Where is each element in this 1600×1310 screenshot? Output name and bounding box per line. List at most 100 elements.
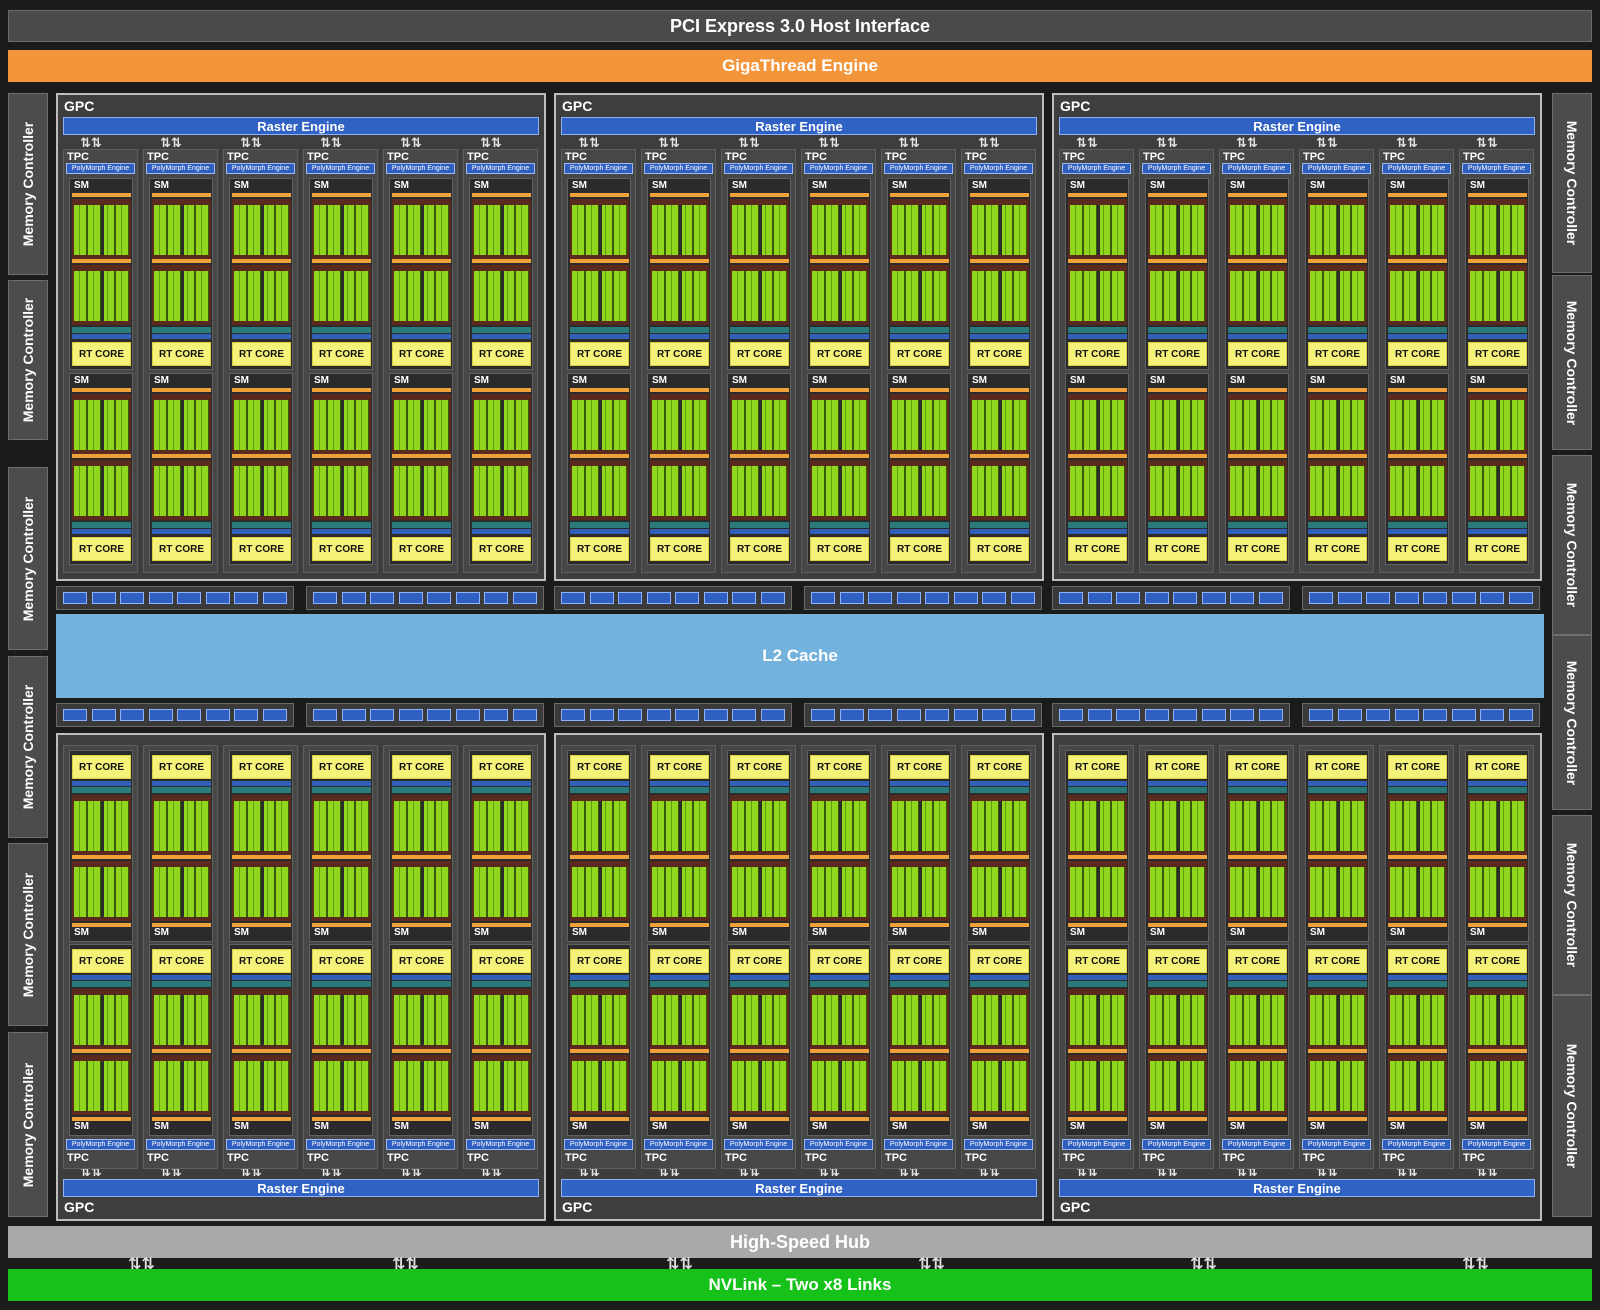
cuda-core-block xyxy=(1068,394,1127,454)
memory-interface-cell xyxy=(760,592,785,604)
cuda-cores xyxy=(572,205,627,255)
sm-cache-bar xyxy=(392,981,451,987)
sm-orange-bar xyxy=(1148,193,1207,197)
sm-cache-bar xyxy=(312,327,371,333)
cuda-core-block xyxy=(1228,1055,1287,1115)
cuda-core-block xyxy=(890,861,949,921)
cuda-cores xyxy=(1470,867,1525,917)
cuda-cores xyxy=(892,1061,947,1111)
sm-tex-bar xyxy=(1308,529,1367,534)
memory-controller: Memory Controller xyxy=(8,1032,48,1217)
rt-core: RT CORE xyxy=(570,342,629,366)
cuda-core-block xyxy=(1468,265,1527,325)
sm-orange-bar xyxy=(152,1049,211,1053)
sm-orange-bar xyxy=(392,259,451,263)
tpc-label: TPC xyxy=(67,151,89,163)
cuda-core-block xyxy=(1228,265,1287,325)
memory-interface-cell xyxy=(896,592,921,604)
memory-interface-cell xyxy=(1337,709,1362,721)
rt-core: RT CORE xyxy=(312,949,371,973)
memory-interface-cell xyxy=(1010,709,1035,721)
gpc-label: GPC xyxy=(1060,98,1091,114)
sm-orange-bar xyxy=(1308,855,1367,859)
cuda-core-block xyxy=(1388,989,1447,1049)
memory-interface-cell xyxy=(1480,709,1504,721)
memory-interface-cell xyxy=(868,709,892,721)
sm-tex-bar xyxy=(392,975,451,980)
cuda-cores xyxy=(892,271,947,321)
sm-orange-bar xyxy=(1388,855,1447,859)
sm-label: SM xyxy=(1070,1121,1085,1132)
sm-orange-bar xyxy=(1068,1049,1127,1053)
sm-orange-bar xyxy=(312,259,371,263)
sm-cache-bar xyxy=(570,787,629,793)
cuda-cores xyxy=(74,867,129,917)
polymorph-engine: PolyMorph Engine xyxy=(644,1139,713,1150)
sm-label: SM xyxy=(74,1121,89,1132)
sm-orange-bar xyxy=(472,193,531,197)
sm-label: SM xyxy=(1230,180,1245,191)
sm-orange-bar xyxy=(392,1049,451,1053)
memory-interface-cell xyxy=(341,709,366,721)
cuda-cores xyxy=(474,867,529,917)
rt-core: RT CORE xyxy=(1228,755,1287,779)
cuda-core-block xyxy=(472,460,531,520)
memory-interface-strip xyxy=(306,703,544,727)
arrows-icon: ⇅⇅ xyxy=(128,1256,155,1273)
cuda-cores xyxy=(394,867,449,917)
sm-cache-bar xyxy=(970,327,1029,333)
cuda-core-block xyxy=(650,1055,709,1115)
cuda-cores xyxy=(1150,271,1205,321)
sm-tex-bar xyxy=(810,529,869,534)
sm-orange-bar xyxy=(570,855,629,859)
cuda-core-block xyxy=(890,1055,949,1115)
memory-interface-cell xyxy=(1366,709,1390,721)
cuda-core-block xyxy=(1148,989,1207,1049)
sm-orange-bar xyxy=(650,923,709,927)
sm-label: SM xyxy=(1150,180,1165,191)
memory-interface-cell xyxy=(646,592,671,604)
sm-tex-bar xyxy=(472,781,531,786)
sm-orange-bar xyxy=(890,193,949,197)
sm-label: SM xyxy=(1470,180,1485,191)
cuda-cores xyxy=(812,867,867,917)
rt-core: RT CORE xyxy=(392,342,451,366)
memory-controller: Memory Controller xyxy=(8,467,48,650)
rt-core: RT CORE xyxy=(730,949,789,973)
rt-core: RT CORE xyxy=(1308,755,1367,779)
memory-interface-strip xyxy=(1302,703,1540,727)
sm-label: SM xyxy=(234,927,249,938)
memory-interface-cell xyxy=(313,709,337,721)
cuda-cores xyxy=(1230,801,1285,851)
sm-orange-bar xyxy=(1468,454,1527,458)
memory-interface-cell xyxy=(1508,709,1533,721)
cuda-cores xyxy=(1150,801,1205,851)
memory-interface-cell xyxy=(839,709,864,721)
arrows-icon: ⇅⇅ xyxy=(1396,135,1418,150)
memory-interface-cell xyxy=(370,592,394,604)
sm-cache-bar xyxy=(890,327,949,333)
sm-orange-bar xyxy=(1388,923,1447,927)
rt-core: RT CORE xyxy=(1468,949,1527,973)
tpc-label: TPC xyxy=(645,1152,667,1164)
tpc-label: TPC xyxy=(1383,151,1405,163)
cuda-cores xyxy=(1150,867,1205,917)
sm-cache-bar xyxy=(1468,981,1527,987)
cuda-core-block xyxy=(730,1055,789,1115)
cuda-core-block xyxy=(570,795,629,855)
